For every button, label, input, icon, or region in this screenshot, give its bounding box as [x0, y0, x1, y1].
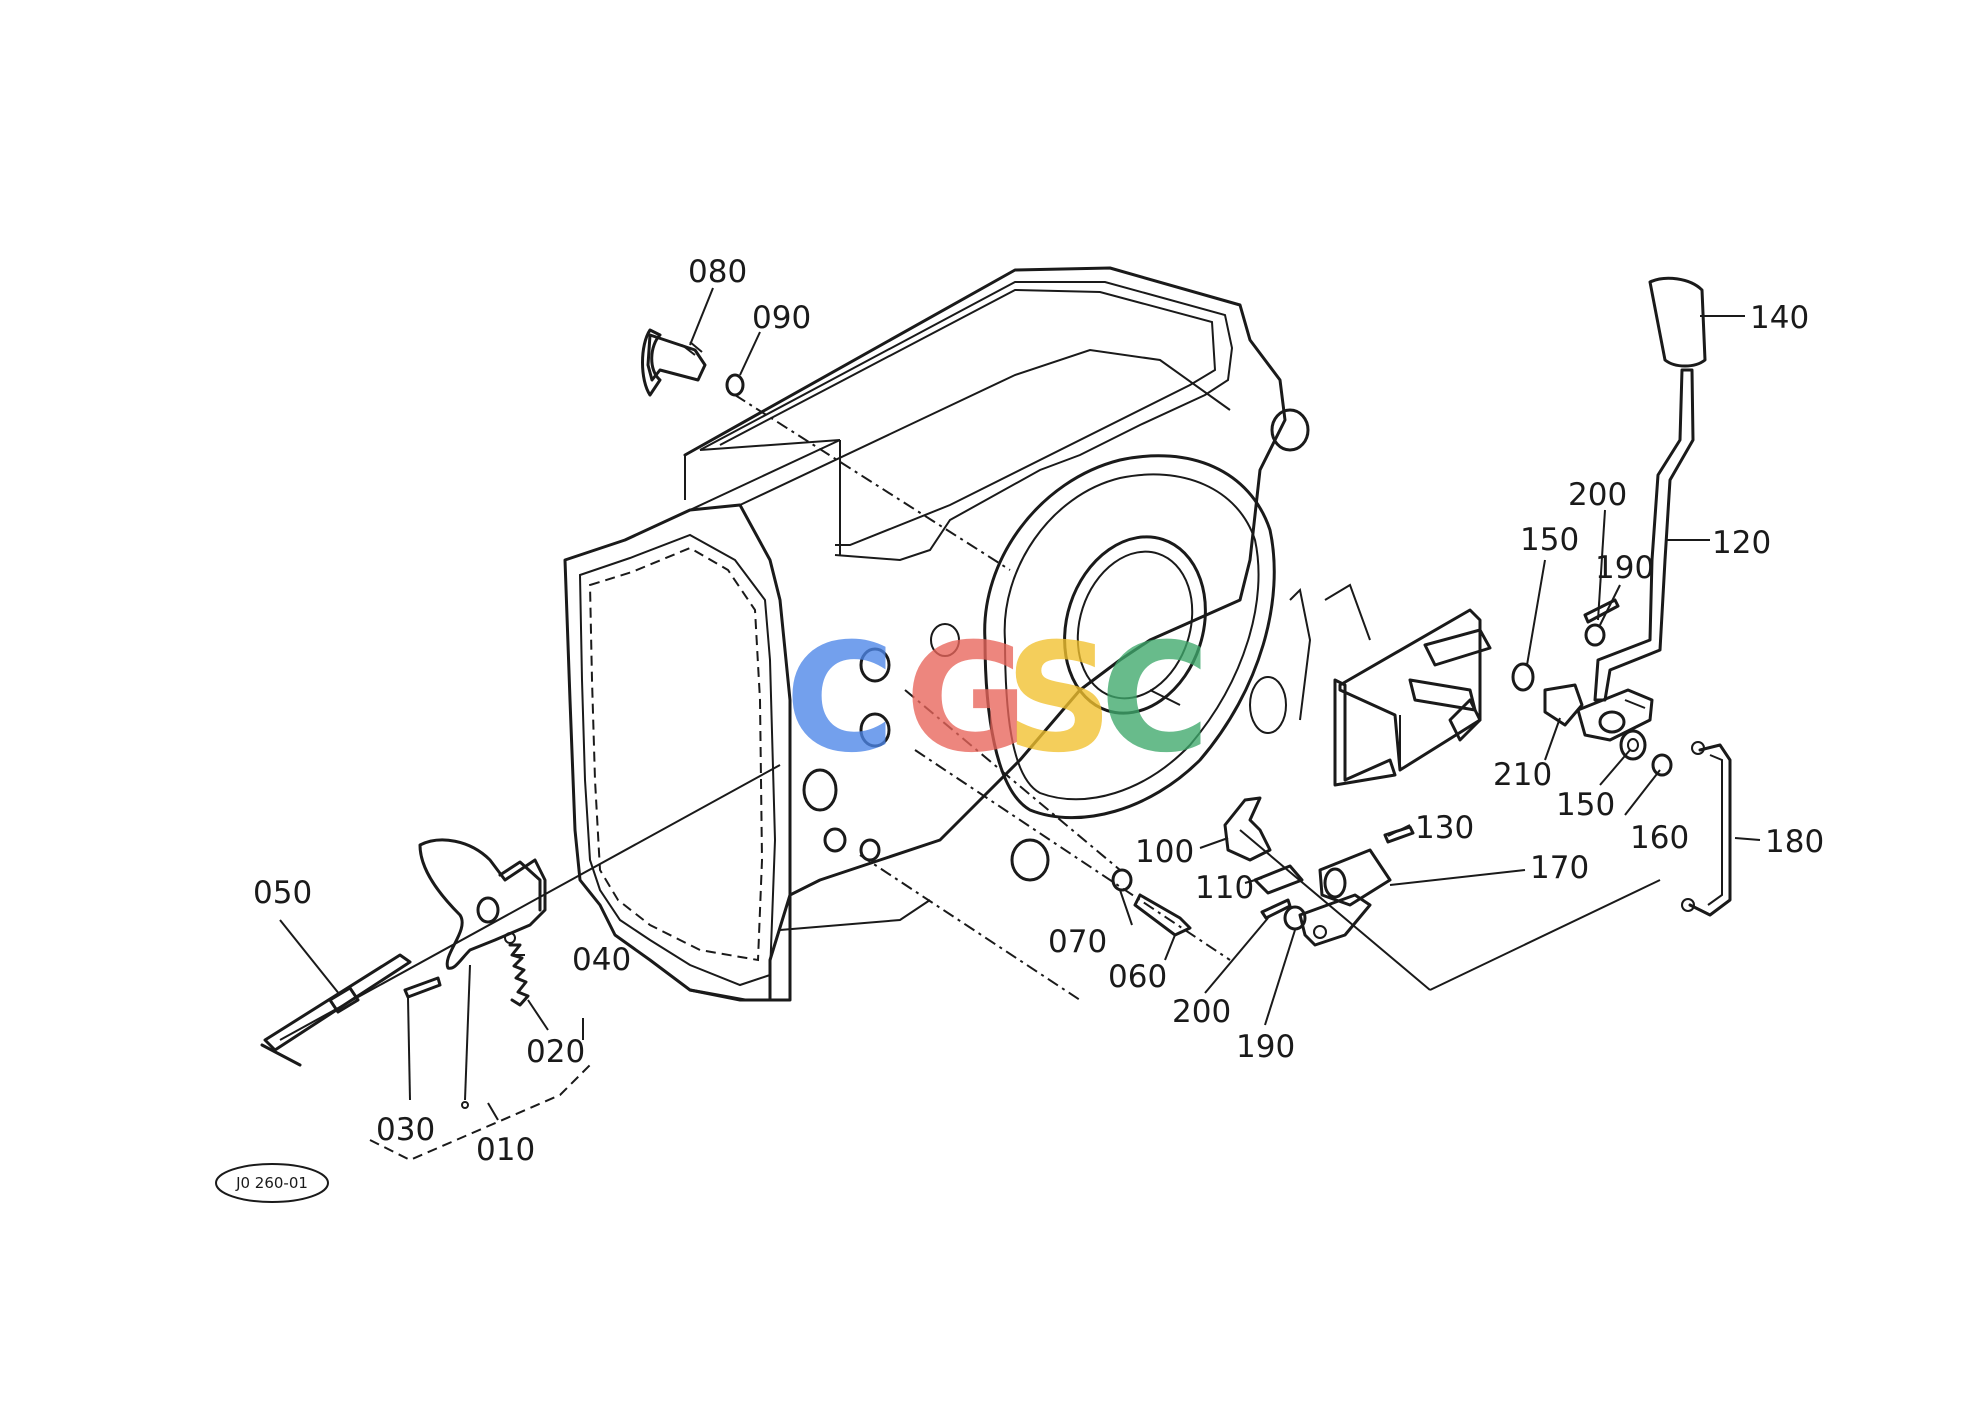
label-part-200-lower: 200: [1172, 994, 1231, 1030]
label-part-120: 120: [1712, 525, 1771, 561]
label-part-110: 110: [1195, 870, 1254, 906]
label-part-050: 050: [253, 875, 312, 911]
assembly-group-010: [369, 1018, 591, 1162]
label-part-020: 020: [526, 1034, 585, 1070]
label-part-090: 090: [752, 300, 811, 336]
label-part-040: 040: [572, 942, 631, 978]
label-part-070: 070: [1048, 924, 1107, 960]
watermark-letter-g: G: [905, 612, 1028, 786]
leader-lines: [279, 287, 1761, 1121]
watermark-letter-c1: C: [785, 612, 895, 786]
label-part-160: 160: [1630, 820, 1689, 856]
label-part-190-lower: 190: [1236, 1029, 1295, 1065]
cgsc-watermark: C G S C: [785, 612, 1210, 786]
part-number-labels: 080 090 140 200 120 150 190 210 150 160 …: [253, 254, 1824, 1168]
label-part-150-lower: 150: [1556, 787, 1615, 823]
label-part-150-upper: 150: [1520, 522, 1579, 558]
label-part-130: 130: [1415, 810, 1474, 846]
label-part-060: 060: [1108, 959, 1167, 995]
label-part-190-upper: 190: [1595, 550, 1654, 586]
label-part-170: 170: [1530, 850, 1589, 886]
pin-assembly-080: [641, 328, 745, 397]
watermark-letter-s: S: [1005, 612, 1113, 786]
label-part-210: 210: [1493, 757, 1552, 793]
label-part-080: 080: [688, 254, 747, 290]
label-part-180: 180: [1765, 824, 1824, 860]
reference-code-badge: J0 260-01: [215, 1163, 329, 1203]
transmission-case: [563, 266, 1371, 1002]
shift-lever-assembly: [1111, 276, 1732, 947]
reference-code-text: J0 260-01: [235, 1174, 308, 1192]
label-part-140: 140: [1750, 300, 1809, 336]
label-part-010: 010: [476, 1132, 535, 1168]
shift-fork-assembly: [260, 838, 547, 1109]
label-part-030: 030: [376, 1112, 435, 1148]
label-part-200-upper: 200: [1568, 477, 1627, 513]
label-part-100: 100: [1135, 834, 1194, 870]
watermark-letter-c2: C: [1100, 612, 1210, 786]
